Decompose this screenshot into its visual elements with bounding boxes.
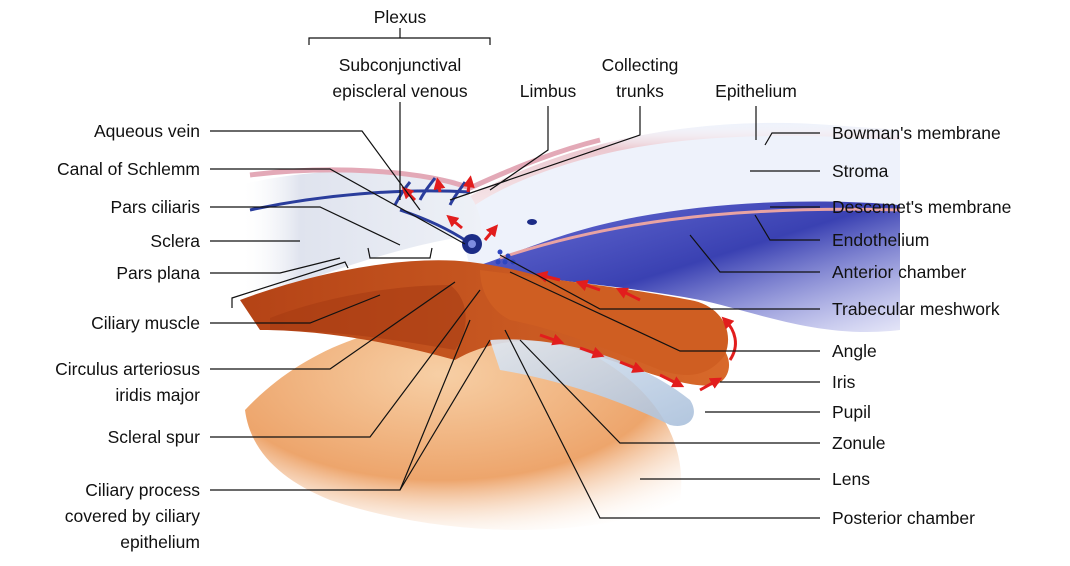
label-pars-ciliaris: Pars ciliaris [0, 196, 200, 218]
label-descemets-membrane: Descemet's membrane [832, 196, 1011, 218]
label-scleral-spur: Scleral spur [0, 426, 200, 448]
label-ciliary-muscle: Ciliary muscle [0, 312, 200, 334]
label-epithelium: Epithelium [695, 80, 817, 102]
label-anterior-chamber: Anterior chamber [832, 261, 966, 283]
label-sclera: Sclera [0, 230, 200, 252]
label-bowmans-membrane: Bowman's membrane [832, 122, 1001, 144]
label-limbus: Limbus [500, 80, 596, 102]
label-collecting-2: trunks [585, 80, 695, 102]
label-circulus-2: iridis major [0, 384, 200, 406]
label-ciliary-process-3: epithelium [0, 531, 200, 553]
label-aqueous-vein: Aqueous vein [0, 120, 200, 142]
label-ciliary-process-2: covered by ciliary [0, 505, 200, 527]
label-plexus: Plexus [330, 6, 470, 28]
label-lens: Lens [832, 468, 870, 490]
label-stroma: Stroma [832, 160, 888, 182]
stroma-vessel [527, 219, 537, 225]
label-pars-plana: Pars plana [0, 262, 200, 284]
label-iris: Iris [832, 371, 855, 393]
label-pupil: Pupil [832, 401, 871, 423]
canal-lumen [468, 240, 476, 248]
label-posterior-chamber: Posterior chamber [832, 507, 975, 529]
label-subconjunctival-2: episcleral venous [300, 80, 500, 102]
label-collecting-1: Collecting [585, 54, 695, 76]
label-endothelium: Endothelium [832, 229, 929, 251]
label-circulus-1: Circulus arteriosus [0, 358, 200, 380]
label-subconjunctival-1: Subconjunctival [300, 54, 500, 76]
label-zonule: Zonule [832, 432, 886, 454]
label-canal-of-schlemm: Canal of Schlemm [0, 158, 200, 180]
label-ciliary-process-1: Ciliary process [0, 479, 200, 501]
label-trabecular-meshwork: Trabecular meshwork [832, 298, 1000, 320]
label-angle: Angle [832, 340, 877, 362]
